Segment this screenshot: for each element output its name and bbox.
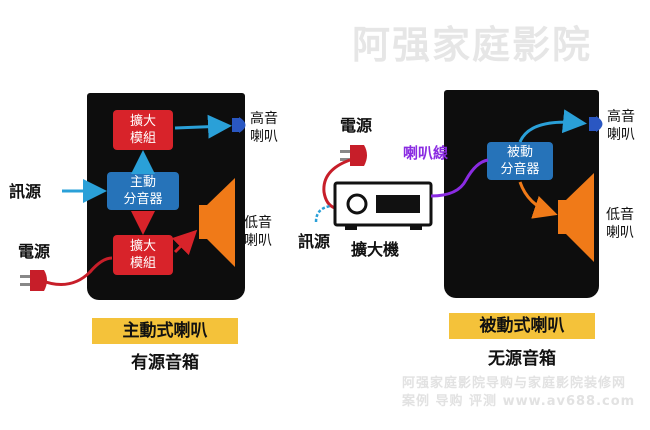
arrow-crossover-to-woofer <box>518 181 558 219</box>
arrow-crossover-to-tweeter <box>518 109 587 143</box>
watermark-footer-line1: 阿强家庭影院导购与家庭影院装修网 <box>402 376 627 391</box>
passive-power-cord <box>322 158 351 210</box>
amplifier-label: 擴大機 <box>351 240 400 259</box>
passive-speaker-banner: 被動式喇叭 <box>449 313 595 339</box>
arrow-amp-to-tweeter <box>174 114 232 139</box>
amplifier-icon <box>333 181 433 230</box>
passive-woofer-label-2: 喇叭 <box>606 225 634 241</box>
active-speaker-subtitle: 有源音箱 <box>131 353 199 373</box>
active-speaker-banner: 主動式喇叭 <box>92 318 238 344</box>
passive-woofer-icon <box>558 173 594 262</box>
passive-tweeter-label-1: 高音 <box>607 109 635 125</box>
active-tweeter-label-1: 高音 <box>250 111 278 127</box>
passive-power-label: 電源 <box>340 116 373 135</box>
amp-module-bottom: 擴大 模組 <box>113 235 173 275</box>
amp-module-top: 擴大 模組 <box>113 110 173 150</box>
watermark-title: 阿强家庭影院 <box>352 23 593 67</box>
active-crossover: 主動 分音器 <box>107 172 179 210</box>
amp-module-bottom-line2: 模組 <box>129 256 156 271</box>
active-woofer-label-2: 喇叭 <box>244 233 272 249</box>
passive-crossover: 被動 分音器 <box>487 142 553 180</box>
active-power-cord <box>39 256 113 286</box>
active-crossover-line1: 主動 <box>129 175 156 190</box>
passive-signal-label: 訊源 <box>298 232 331 251</box>
passive-signal-line <box>314 204 332 223</box>
active-tweeter-label-2: 喇叭 <box>250 129 278 145</box>
arrow-amp-to-woofer <box>171 229 198 256</box>
passive-woofer-label-1: 低音 <box>606 207 634 223</box>
speaker-cable-label: 喇叭線 <box>403 144 449 162</box>
active-power-label: 電源 <box>18 242 51 261</box>
active-woofer-icon <box>199 178 235 267</box>
active-signal-label: 訊源 <box>9 182 42 201</box>
passive-tweeter-icon <box>589 116 603 132</box>
active-power-plug-icon <box>20 270 47 291</box>
active-woofer-label-1: 低音 <box>244 215 272 231</box>
passive-speaker-subtitle: 无源音箱 <box>488 349 556 369</box>
amp-module-bottom-line1: 擴大 <box>129 239 156 254</box>
watermark-footer-line2: 案例 导购 评测 www.av688.com <box>402 394 636 409</box>
passive-tweeter-label-2: 喇叭 <box>607 127 635 143</box>
passive-crossover-line2: 分音器 <box>500 162 540 177</box>
amp-module-top-line2: 模組 <box>129 131 156 146</box>
passive-power-plug-icon <box>340 145 367 166</box>
passive-crossover-line1: 被動 <box>506 145 533 160</box>
active-crossover-line2: 分音器 <box>123 192 163 207</box>
amp-module-top-line1: 擴大 <box>129 114 156 129</box>
active-tweeter-icon <box>232 117 246 133</box>
speaker-cable <box>430 158 489 198</box>
